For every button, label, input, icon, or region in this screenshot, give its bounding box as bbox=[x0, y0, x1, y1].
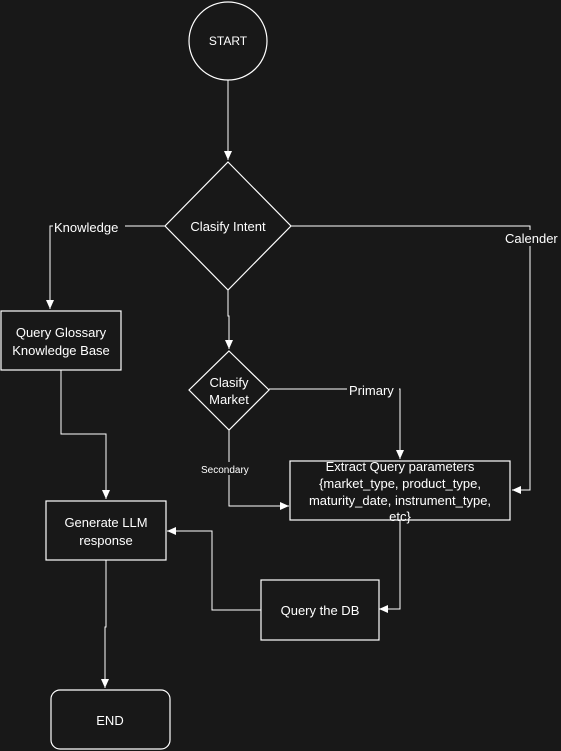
generate-llm-node: Generate LLM response bbox=[45, 500, 167, 561]
extract-params-line-4: etc} bbox=[389, 509, 411, 524]
edge-label-primary: Primary bbox=[349, 383, 394, 398]
edge-label-secondary: Secondary bbox=[201, 465, 249, 476]
extract-params-node: Extract Query parameters {market_type, p… bbox=[289, 459, 511, 524]
query-glossary-line-2: Knowledge Base bbox=[12, 343, 110, 358]
edge-calender bbox=[291, 225, 531, 494]
edge-extract-to-db bbox=[379, 520, 401, 613]
edge-generate-to-end bbox=[101, 560, 109, 688]
classify-intent-label: Clasify Intent bbox=[190, 219, 266, 234]
query-db-node: Query the DB bbox=[260, 579, 380, 641]
edge-label-calender: Calender bbox=[505, 231, 558, 246]
edge-labels: Knowledge Calender Primary Secondary bbox=[53, 219, 559, 476]
edge-primary bbox=[269, 388, 404, 459]
edge-knowledge bbox=[46, 225, 165, 309]
query-glossary-node: Query Glossary Knowledge Base bbox=[0, 310, 122, 371]
generate-llm-line-2: response bbox=[79, 533, 132, 548]
classify-market-line-2: Market bbox=[209, 392, 249, 407]
start-label: START bbox=[209, 34, 248, 48]
edges bbox=[46, 80, 531, 688]
edge-label-knowledge: Knowledge bbox=[54, 220, 118, 235]
extract-params-line-2: {market_type, product_type, bbox=[319, 476, 481, 491]
generate-llm-line-1: Generate LLM bbox=[64, 515, 147, 530]
edge-secondary bbox=[228, 430, 289, 510]
query-db-label: Query the DB bbox=[281, 603, 360, 618]
classify-market-node: Clasify Market bbox=[188, 350, 270, 431]
end-label: END bbox=[96, 713, 123, 728]
extract-params-line-3: maturity_date, instrument_type, bbox=[309, 493, 491, 508]
classify-intent-node: Clasify Intent bbox=[164, 161, 292, 291]
extract-params-line-1: Extract Query parameters bbox=[326, 459, 475, 474]
edge-db-to-generate bbox=[167, 527, 261, 611]
end-node: END bbox=[50, 689, 171, 750]
query-glossary-line-1: Query Glossary bbox=[16, 325, 107, 340]
edge-glossary-to-generate bbox=[60, 370, 110, 499]
classify-market-line-1: Clasify bbox=[209, 375, 249, 390]
edge-intent-to-market bbox=[225, 290, 233, 349]
start-node: START bbox=[188, 1, 268, 81]
